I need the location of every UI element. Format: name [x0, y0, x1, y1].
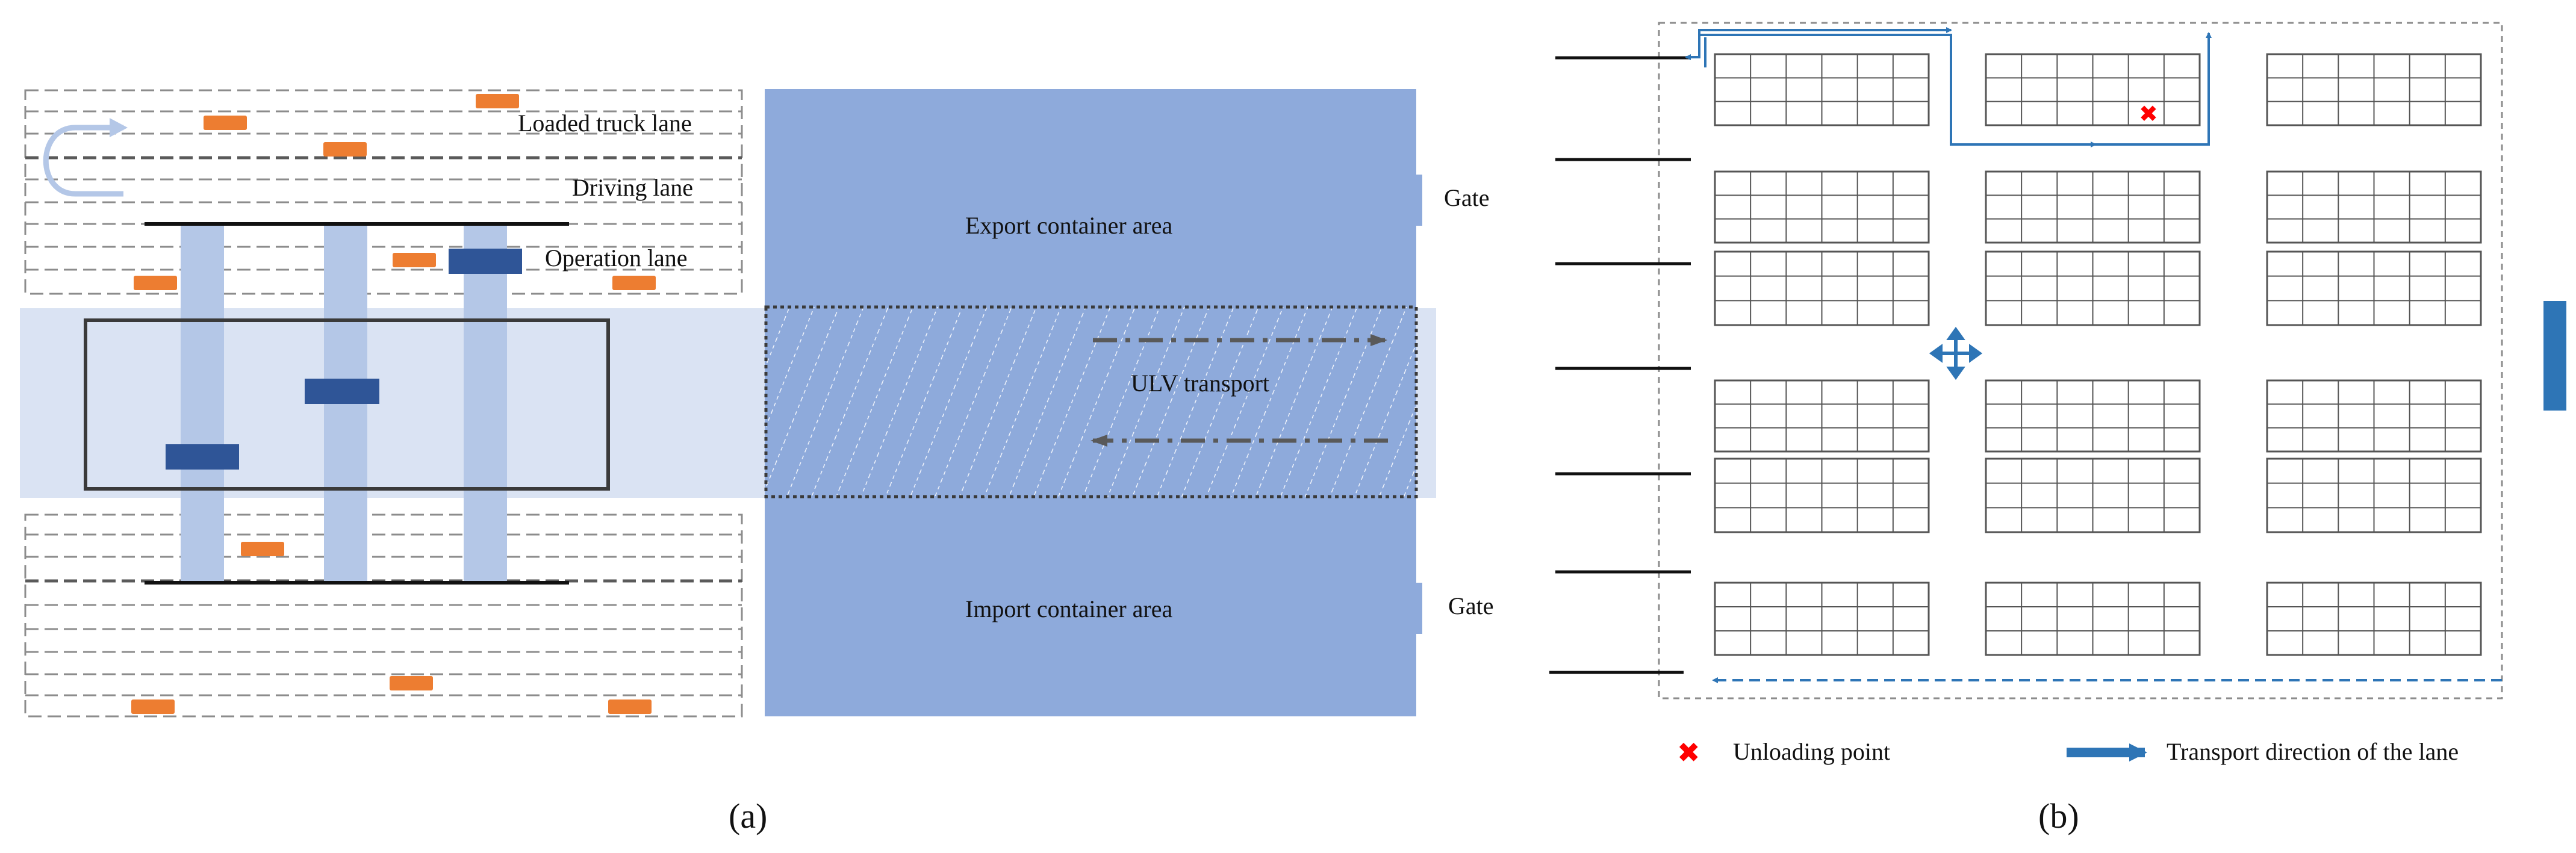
lane-route-path-4 [2095, 32, 2212, 146]
ship-box [84, 318, 610, 491]
container-block [1714, 250, 1930, 326]
u-turn-arrowhead [110, 118, 128, 137]
bottom-lanes [24, 513, 743, 718]
truck [134, 276, 177, 290]
panel-b-caption: (b) [2038, 796, 2079, 836]
container-block [1985, 458, 2201, 533]
u-turn-arrow [43, 125, 123, 197]
truck [393, 253, 436, 267]
truck [608, 699, 652, 714]
import-area-label: Import container area [965, 595, 1173, 622]
container-block [1714, 379, 1930, 453]
gate-top-label: Gate [1444, 184, 1490, 211]
truck [323, 142, 367, 157]
truck [390, 676, 433, 690]
legend-unloading-label: Unloading point [1733, 738, 1890, 765]
legend-direction-label: Transport direction of the lane [2167, 738, 2459, 765]
container-block [1714, 53, 1930, 126]
vehicle-middle [305, 379, 379, 404]
truck [241, 542, 284, 556]
loaded-truck-lane-label: Loaded truck lane [518, 110, 692, 137]
container-block [1714, 458, 1930, 533]
container-blocks [1714, 53, 2482, 656]
crane-leg-3 [464, 226, 507, 581]
truck [612, 276, 656, 290]
container-block [1985, 53, 2201, 126]
panel-a-caption: (a) [729, 796, 767, 836]
driving-lane-label: Driving lane [572, 174, 693, 201]
container-block [2266, 250, 2482, 326]
container-block [2266, 458, 2482, 533]
ulv-transport-zone [764, 305, 1418, 498]
panel-b: ✖ ✖ Unloading point Transport direction … [1549, 22, 2566, 836]
legend-unloading-icon: ✖ [1677, 736, 1700, 769]
container-block [1985, 379, 2201, 453]
trucks [131, 94, 656, 714]
container-block [2266, 170, 2482, 244]
container-block [1714, 582, 1930, 656]
unloading-point-marker: ✖ [2139, 101, 2158, 127]
container-block [2266, 379, 2482, 453]
container-block [1714, 170, 1930, 244]
vehicle-operation [449, 249, 522, 274]
truck [131, 699, 175, 714]
container-block [2266, 53, 2482, 126]
lane-route-path-2 [1698, 27, 1952, 35]
gate-top [1416, 175, 1422, 226]
four-way-direction-icon [1929, 326, 1983, 380]
crane-leg-1 [181, 226, 224, 581]
gate-bar-right [2543, 301, 2566, 411]
truck [476, 94, 519, 108]
operation-lane-label: Operation lane [545, 244, 688, 271]
truck [204, 116, 247, 130]
ulv-transport-label: ULV transport [1131, 370, 1269, 397]
gate-bottom-label: Gate [1448, 592, 1494, 619]
panel-a: Loaded truck lane Driving lane Operation… [20, 89, 1494, 836]
container-block [1985, 582, 2201, 656]
yard-boundary [1658, 22, 2503, 699]
vehicle-left [166, 444, 239, 470]
container-block [1985, 170, 2201, 244]
export-area-label: Export container area [965, 212, 1173, 239]
quay-lines [1549, 56, 1691, 674]
container-block [1985, 250, 2201, 326]
container-block [2266, 582, 2482, 656]
gate-bottom [1416, 583, 1422, 634]
